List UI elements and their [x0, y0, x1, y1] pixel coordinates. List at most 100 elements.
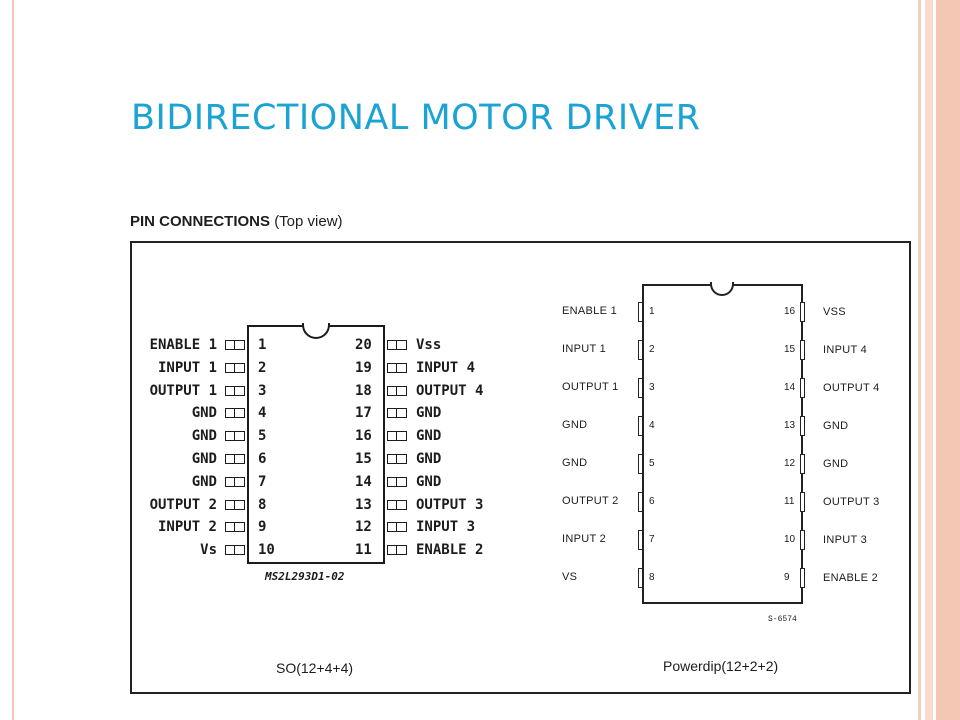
powerdip-right-pin-label: INPUT 3: [823, 534, 868, 546]
slide-frame-left: [0, 0, 14, 720]
powerdip-right-pin-number: 15: [784, 344, 796, 355]
powerdip-left-pin-lead: [638, 340, 643, 360]
pin-connections-view: (Top view): [274, 213, 343, 230]
powerdip-right-pin-label: GND: [823, 458, 849, 470]
so-left-pin-label: OUTPUT 1: [149, 382, 217, 399]
so-left-pin-number: 8: [258, 496, 267, 513]
powerdip-left-pin-label: VS: [562, 571, 578, 583]
slide-title: BIDIRECTIONAL MOTOR DRIVER: [131, 98, 701, 138]
powerdip-right-pin-number: 10: [784, 534, 796, 545]
slide-frame-stripe: [918, 0, 921, 720]
so-left-pin-label: GND: [191, 405, 217, 422]
so-right-pin-label: GND: [416, 428, 442, 445]
powerdip-left-pin-label: ENABLE 1: [562, 305, 617, 317]
powerdip-right-pin-lead: [800, 378, 805, 398]
powerdip-left-pin-lead: [638, 568, 643, 588]
so-right-pin-label: OUTPUT 4: [416, 382, 484, 399]
so-right-pin-label: GND: [416, 405, 442, 422]
so-right-pin-lead: [387, 522, 407, 533]
so-right-pin-lead: [387, 340, 407, 350]
powerdip-part-code: S-6574: [768, 615, 797, 624]
so-right-pin-number: 14: [355, 473, 372, 490]
powerdip-left-pin-number: 3: [649, 382, 655, 393]
powerdip-left-pin-lead: [638, 492, 643, 512]
powerdip-left-pin-lead: [638, 530, 643, 550]
so-left-pin-number: 2: [258, 359, 267, 376]
so-right-pin-label: INPUT 3: [416, 519, 476, 536]
powerdip-right-pin-number: 9: [784, 572, 790, 583]
so-left-pin-number: 1: [258, 337, 267, 353]
so-left-pin-lead: [225, 545, 245, 556]
pin-connections-label: PIN CONNECTIONS: [130, 213, 271, 230]
powerdip-right-pin-lead: [800, 568, 805, 588]
so-left-pin-label: GND: [191, 451, 217, 467]
powerdip-right-pin-lead: [800, 340, 805, 360]
so-right-pin-lead: [387, 476, 407, 487]
so-right-pin-number: 20: [355, 337, 372, 353]
so-left-pin-label: ENABLE 1: [149, 337, 217, 353]
so-left-pin-number: 10: [258, 542, 275, 559]
so-right-pin-lead: [387, 408, 407, 419]
powerdip-left-pin-label: GND: [562, 419, 588, 431]
so-left-pin-label: OUTPUT 2: [149, 496, 217, 513]
so-right-pin-lead: [387, 385, 407, 396]
so-right-pin-label: INPUT 4: [416, 359, 476, 376]
powerdip-left-pin-number: 4: [649, 420, 655, 431]
so-right-pin-label: ENABLE 2: [416, 542, 484, 559]
powerdip-right-pin-lead: [800, 416, 805, 436]
powerdip-package-caption: Powerdip(12+2+2): [663, 658, 779, 674]
powerdip-left-pin-lead: [638, 378, 643, 398]
powerdip-left-pin-number: 1: [649, 306, 655, 317]
so-right-pin-number: 12: [355, 519, 372, 536]
so-left-pin-label: GND: [191, 473, 217, 490]
powerdip-left-pin-label: GND: [562, 457, 588, 469]
powerdip-left-pin-lead: [638, 454, 643, 474]
powerdip-right-pin-label: OUTPUT 3: [823, 496, 880, 508]
powerdip-left-pin-lead: [638, 416, 643, 436]
powerdip-right-pin-lead: [800, 492, 805, 512]
so-left-pin-lead: [225, 454, 245, 464]
so-left-pin-number: 6: [258, 451, 267, 467]
powerdip-right-pin-number: 11: [784, 496, 795, 507]
so-left-pin-label: Vs: [200, 542, 217, 559]
so-right-pin-lead: [387, 431, 407, 442]
so-part-code: MS2L293D1-02: [265, 570, 345, 583]
so-right-pin-lead: [387, 362, 407, 373]
powerdip-left-pin-label: OUTPUT 2: [562, 495, 619, 507]
powerdip-left-pin-label: INPUT 2: [562, 533, 607, 545]
powerdip-right-pin-label: VSS: [823, 306, 846, 318]
powerdip-right-pin-number: 14: [784, 382, 796, 393]
powerdip-right-pin-label: INPUT 4: [823, 344, 868, 356]
so-right-pin-number: 19: [355, 359, 372, 376]
powerdip-right-pin-lead: [800, 302, 805, 322]
powerdip-left-pin-number: 6: [649, 496, 655, 507]
powerdip-right-pin-number: 16: [784, 306, 796, 317]
so-right-pin-number: 18: [355, 382, 372, 399]
so-right-pin-label: GND: [416, 451, 442, 467]
powerdip-left-pin-number: 2: [649, 344, 655, 355]
powerdip-right-pin-label: OUTPUT 4: [823, 382, 880, 394]
powerdip-right-pin-label: ENABLE 2: [823, 572, 878, 584]
powerdip-right-pin-number: 13: [784, 420, 796, 431]
so-right-pin-label: OUTPUT 3: [416, 496, 484, 513]
so-right-pin-number: 17: [355, 405, 372, 422]
slide-frame-stripe: [936, 0, 960, 720]
powerdip-left-pin-lead: [638, 302, 643, 322]
so-package-body: [247, 325, 385, 564]
slide-frame-stripe: [925, 0, 933, 720]
so-right-pin-lead: [387, 545, 407, 556]
powerdip-left-pin-label: OUTPUT 1: [562, 381, 619, 393]
so-left-pin-lead: [225, 408, 245, 419]
so-left-pin-lead: [225, 476, 245, 487]
so-left-pin-lead: [225, 362, 245, 373]
so-right-pin-label: GND: [416, 473, 442, 490]
so-left-pin-lead: [225, 499, 245, 510]
so-right-pin-lead: [387, 454, 407, 464]
powerdip-left-pin-number: 5: [649, 458, 655, 469]
so-left-pin-lead: [225, 522, 245, 533]
powerdip-right-pin-lead: [800, 454, 805, 474]
powerdip-left-pin-label: INPUT 1: [562, 343, 607, 355]
powerdip-right-pin-lead: [800, 530, 805, 550]
so-right-pin-label: Vss: [416, 337, 442, 353]
so-left-pin-label: INPUT 2: [157, 519, 217, 536]
